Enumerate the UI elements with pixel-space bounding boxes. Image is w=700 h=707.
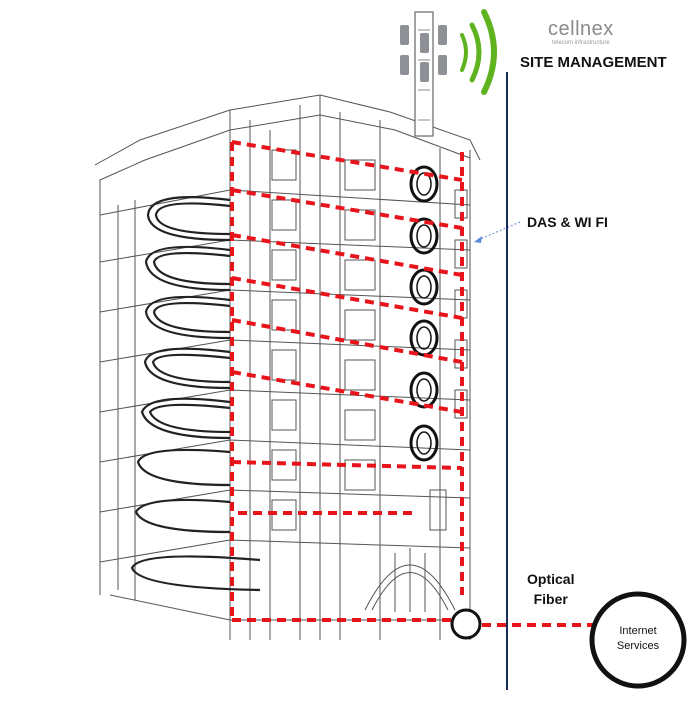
- cell-tower-icon: [400, 11, 447, 137]
- das-wifi-label: DAS & WI FI: [527, 214, 608, 230]
- das-antenna: [409, 165, 439, 203]
- signal-waves-icon: [460, 9, 497, 95]
- brand-tagline: telecom infrastructure: [552, 40, 610, 46]
- das-antennas: [409, 165, 439, 462]
- fiber-network: [230, 140, 595, 627]
- internet-cloud-icon: [589, 591, 687, 689]
- site-management-label: SITE MANAGEMENT: [520, 54, 667, 71]
- das-antenna: [409, 268, 439, 306]
- optical-fiber-label: Optical Fiber: [527, 569, 574, 609]
- das-pointer-arrow: [474, 221, 521, 243]
- internet-services-label: Internet Services: [600, 624, 676, 654]
- brand-logo: cellnex: [548, 18, 614, 40]
- das-antenna: [409, 319, 439, 357]
- internet-line1: Internet: [619, 625, 657, 637]
- das-antenna: [409, 424, 439, 462]
- fiber-junction: [450, 608, 482, 640]
- optical-fiber-line1: Optical: [527, 571, 575, 587]
- optical-fiber-line2: Fiber: [533, 591, 568, 607]
- balconies: [130, 196, 261, 592]
- das-antenna: [409, 217, 439, 255]
- internet-line2: Services: [616, 640, 660, 652]
